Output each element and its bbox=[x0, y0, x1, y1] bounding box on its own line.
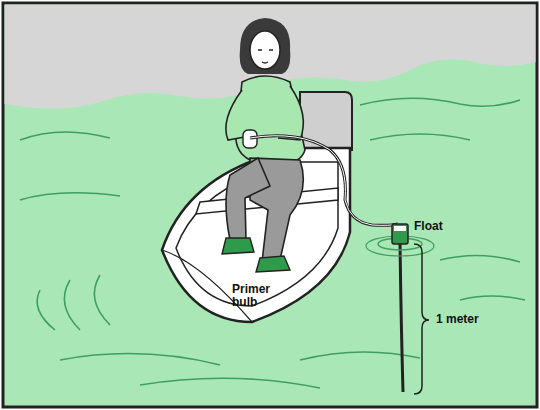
dimension-label: 1 meter bbox=[436, 313, 479, 326]
hose bbox=[250, 136, 403, 392]
person bbox=[222, 18, 305, 272]
water bbox=[3, 3, 537, 407]
part-label: Float bbox=[414, 220, 443, 233]
part-label: Primer bulb bbox=[232, 283, 294, 309]
dimension-bracket bbox=[414, 244, 429, 394]
